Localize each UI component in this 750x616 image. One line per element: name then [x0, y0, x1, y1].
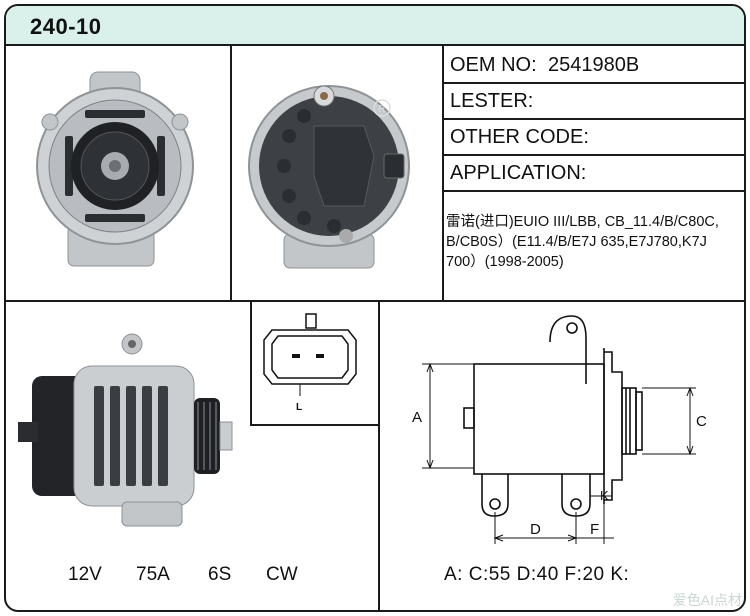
divider [442, 82, 744, 84]
divider [442, 154, 744, 156]
voltage: 12V [68, 564, 102, 585]
dim-k-letter: K [600, 488, 609, 503]
alternator-side-view [18, 333, 233, 527]
pulley-grooves: 6S [208, 564, 232, 585]
oem-label: OEM NO: [450, 54, 537, 76]
application-label: APPLICATION: [450, 162, 587, 184]
amperage: 75A [136, 564, 170, 585]
other-code-label: OTHER CODE: [450, 126, 589, 148]
divider [442, 118, 744, 120]
dimension-values: A: C:55 D:40 F:20 K: [444, 564, 630, 585]
dim-d-letter: D [530, 521, 541, 538]
connector-drawing: L [263, 313, 357, 413]
divider [250, 424, 380, 426]
application-row: APPLICATION: [440, 156, 740, 192]
lester-row: LESTER: [440, 84, 740, 120]
alternator-rear-view: R [248, 85, 410, 269]
watermark: 爱色AI点材 [672, 592, 742, 608]
dim-c-letter: C [696, 413, 707, 430]
other-code-row: OTHER CODE: [440, 120, 740, 156]
dimension-drawing: A C D F K [412, 315, 707, 544]
connector-label: L [296, 402, 302, 413]
dim-f-letter: F [590, 521, 599, 538]
dim-a-letter: A [412, 409, 422, 426]
lester-label: LESTER: [450, 90, 534, 112]
divider [442, 190, 744, 192]
model-number: 240-10 [30, 14, 102, 39]
application-text: 雷诺(进口)EUIO III/LBB, CB_11.4/B/C80C, B/CB… [446, 214, 719, 270]
divider [442, 46, 444, 302]
svg-text:R: R [378, 104, 385, 115]
divider [378, 300, 380, 610]
divider [230, 46, 232, 302]
divider [250, 300, 252, 426]
alternator-front-view [36, 71, 194, 267]
oem-value: 2541980B [548, 54, 640, 76]
header-bar: 240-10 [6, 6, 744, 46]
oem-row: OEM NO: 2541980B [440, 48, 740, 84]
rotation: CW [266, 564, 298, 585]
divider [6, 300, 744, 302]
